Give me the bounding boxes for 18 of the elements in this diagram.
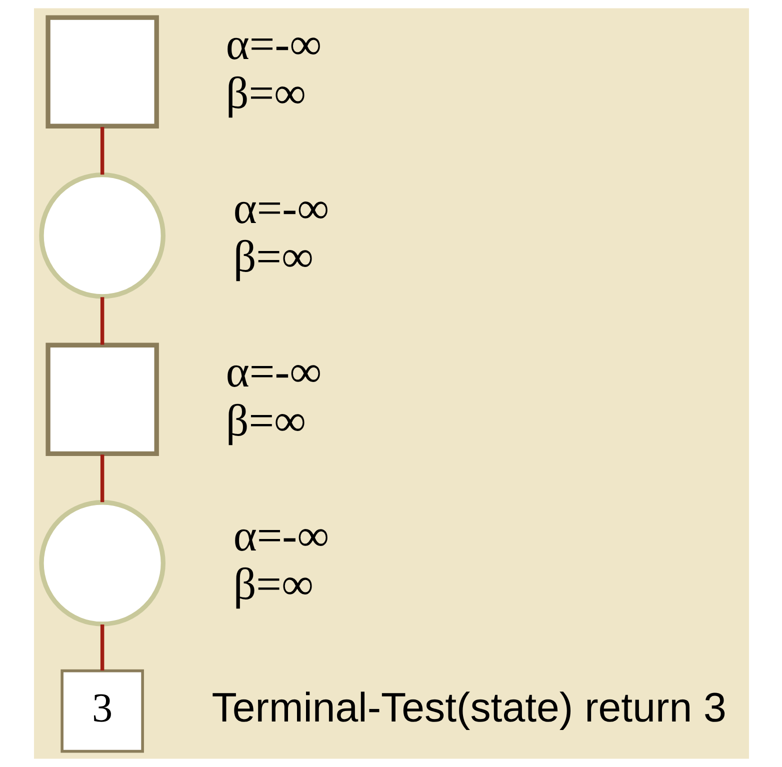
connector	[100, 297, 104, 345]
connector	[100, 624, 104, 670]
connector	[100, 127, 104, 175]
node-box: 3	[60, 669, 144, 753]
node-label: β=∞	[225, 68, 306, 118]
node-label: β=∞	[232, 559, 314, 610]
node-box	[45, 342, 158, 456]
node-label: α=-∞	[225, 19, 322, 70]
node-circle	[38, 500, 165, 626]
node-box	[45, 15, 158, 128]
node-label: α=-∞	[232, 510, 329, 560]
node-circle	[38, 172, 165, 299]
node-label: Terminal-Test(state) return 3	[211, 684, 726, 731]
connector	[100, 454, 104, 502]
node-label: α=-∞	[225, 346, 322, 397]
node-label: β=∞	[232, 232, 314, 282]
node-label: β=∞	[225, 395, 306, 446]
node-label: α=-∞	[232, 182, 329, 233]
